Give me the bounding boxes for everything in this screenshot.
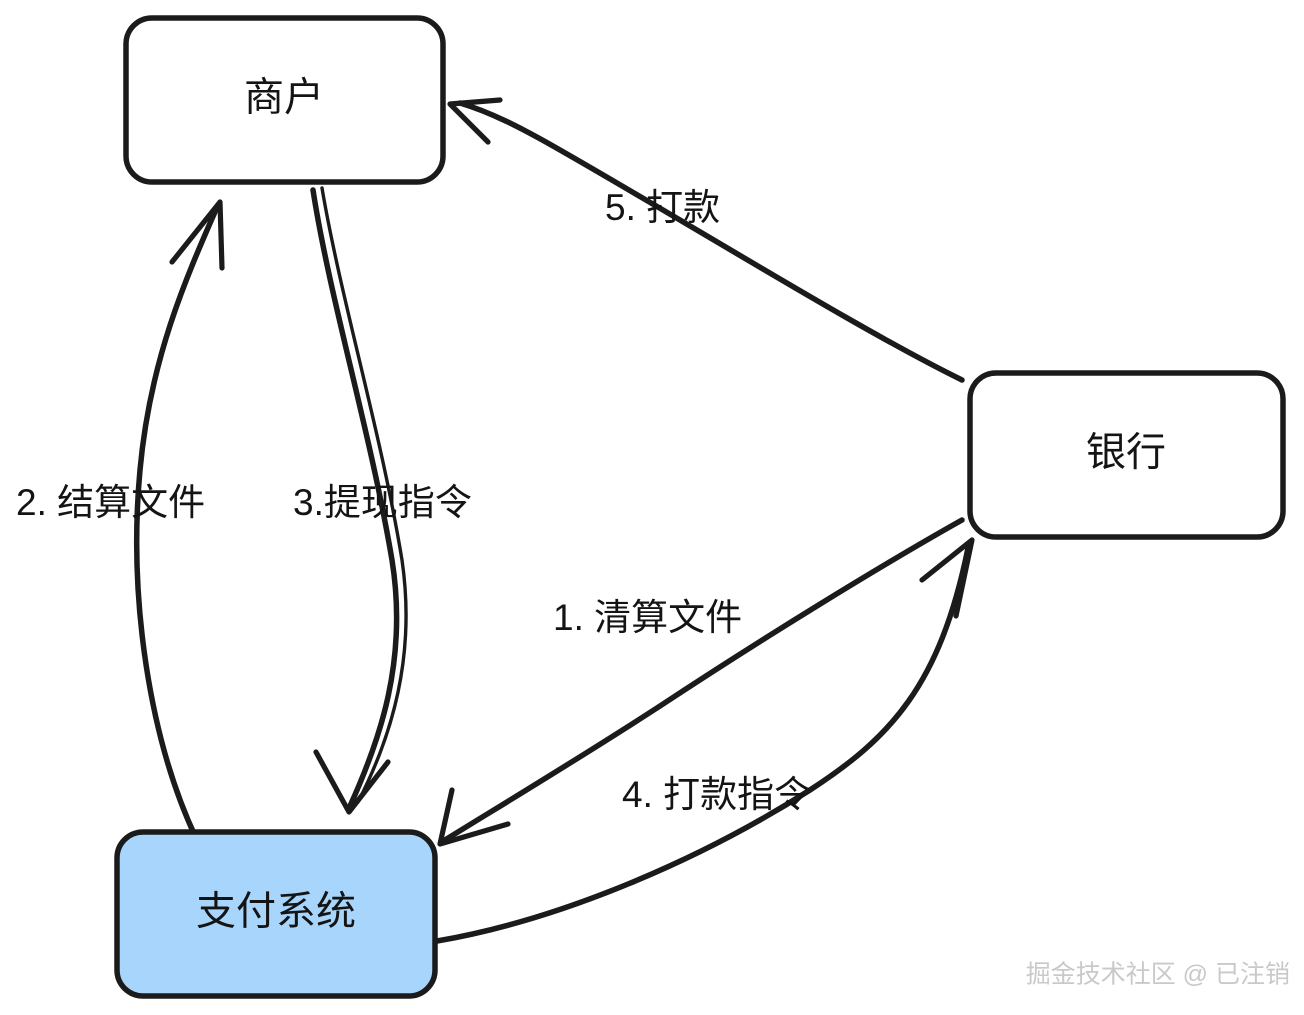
edge-1-path	[442, 517, 965, 843]
edge-1-clearing-file	[437, 517, 965, 847]
node-merchant[interactable]: 商户	[123, 15, 446, 185]
edge-2-path	[134, 202, 221, 841]
node-bank-shape[interactable]	[967, 370, 1286, 540]
node-payment-system-label: 支付系统	[196, 890, 356, 934]
edge-3-path-b	[320, 186, 408, 804]
edge-5-arrowhead	[447, 97, 503, 145]
edge-3-path-a	[310, 187, 400, 809]
edge-4-arrowhead	[919, 537, 975, 619]
edge-5-payout	[447, 97, 965, 383]
edge-3-withdrawal-instruction	[310, 186, 408, 815]
edge-2-clearing-settlement-file	[134, 199, 225, 841]
edge-4-payment-instruction	[434, 537, 975, 944]
edge-3-arrowhead	[313, 749, 391, 815]
node-bank[interactable]: 银行	[967, 370, 1286, 540]
node-merchant-shape[interactable]	[123, 15, 446, 185]
node-payment-system[interactable]: 支付系统	[114, 829, 438, 999]
edge-2-label: 2. 结算文件	[16, 482, 205, 523]
watermark: 掘金技术社区 @ 已注销	[1026, 961, 1290, 989]
edge-3-label: 3.提现指令	[293, 482, 472, 523]
edge-2-arrowhead	[169, 199, 225, 271]
node-bank-label: 银行	[1086, 431, 1166, 475]
edge-5-label: 5. 打款	[605, 187, 720, 228]
edge-4-label: 4. 打款指令	[622, 774, 811, 815]
edge-1-arrowhead	[437, 787, 511, 847]
node-merchant-label: 商户	[244, 76, 324, 120]
node-payment-system-shape[interactable]	[114, 829, 438, 999]
edge-1-label: 1. 清算文件	[553, 597, 742, 638]
edge-5-path	[457, 100, 965, 383]
edge-4-path	[434, 545, 971, 944]
